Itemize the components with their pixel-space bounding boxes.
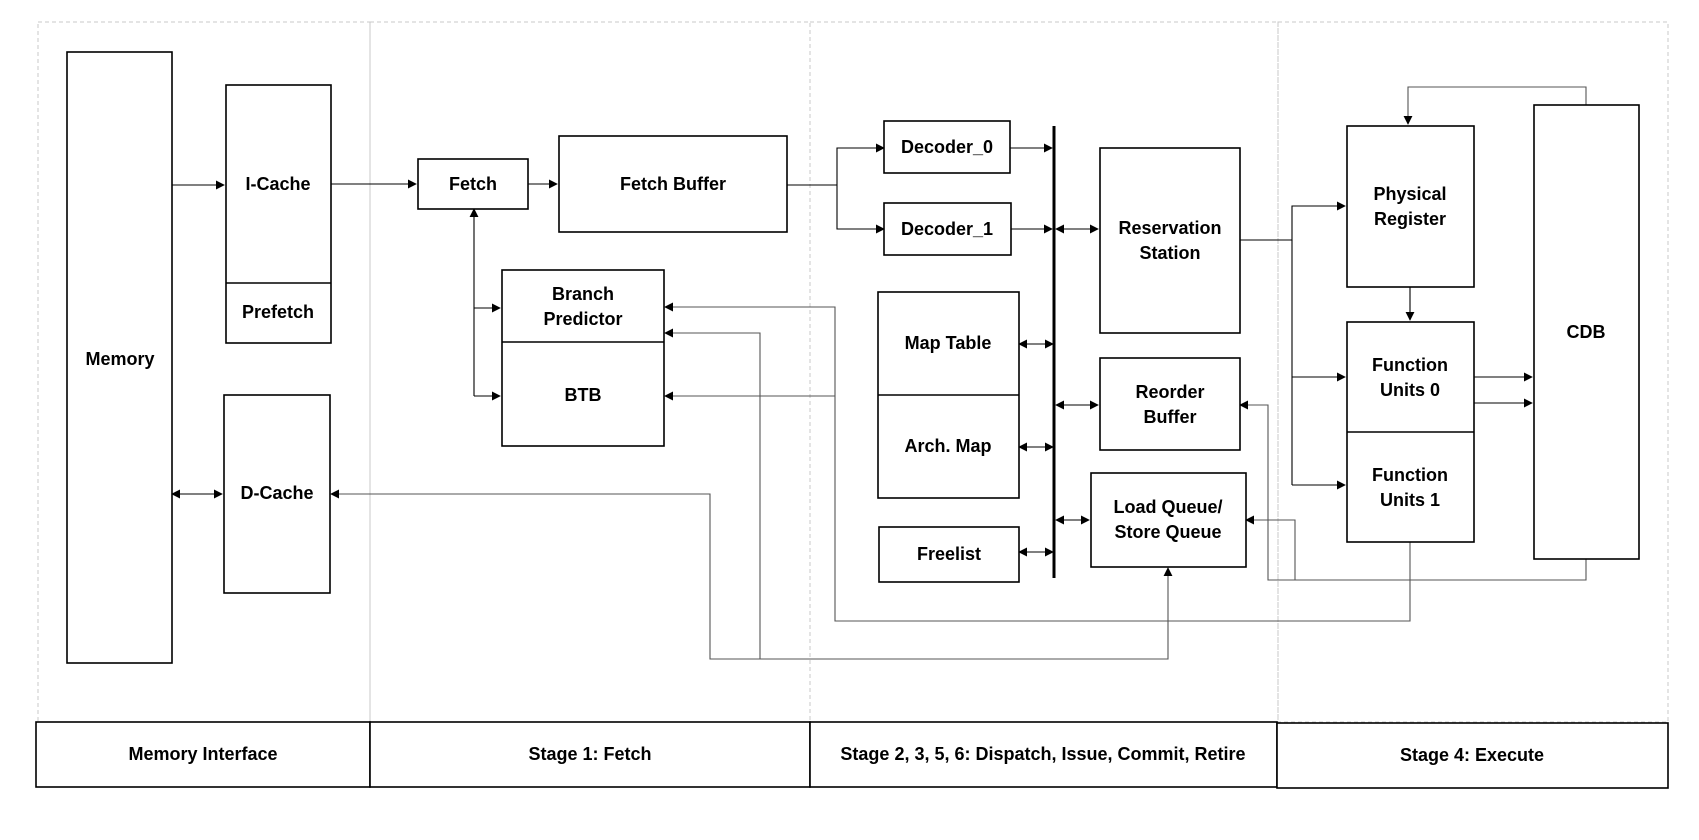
map-table-block: Map Table Arch. Map [877, 291, 1020, 499]
map-table-label: Map Table [905, 333, 992, 353]
btb-label: BTB [565, 385, 602, 405]
memory-block: Memory [66, 51, 173, 664]
stage-label-memory-interface: Memory Interface [128, 744, 277, 764]
decoder1-label: Decoder_1 [901, 219, 993, 239]
reorder-buffer-label-line1: Reorder [1135, 382, 1204, 402]
fu0-label-line1: Function [1372, 355, 1448, 375]
stage-label-execute: Stage 4: Execute [1400, 745, 1544, 765]
reservation-station-label-line2: Station [1140, 243, 1201, 263]
fu1-label-line2: Units 1 [1380, 490, 1440, 510]
icache-block: I-Cache Prefetch [225, 84, 332, 344]
function-units-block: Function Units 0 Function Units 1 [1346, 321, 1475, 543]
decoder1-block: Decoder_1 [883, 202, 1012, 256]
branch-predictor-label-line1: Branch [552, 284, 614, 304]
cdb-label: CDB [1567, 322, 1606, 342]
icache-label: I-Cache [245, 174, 310, 194]
dcache-block: D-Cache [223, 394, 331, 594]
freelist-label: Freelist [917, 544, 981, 564]
lsq-block: Load Queue/ Store Queue [1090, 472, 1247, 568]
branch-predictor-block: Branch Predictor BTB [501, 269, 665, 447]
fetch-label: Fetch [449, 174, 497, 194]
fetch-block: Fetch [417, 158, 529, 210]
reorder-buffer-label-line2: Buffer [1144, 407, 1197, 427]
prefetch-label: Prefetch [242, 302, 314, 322]
cdb-block: CDB [1533, 104, 1640, 560]
decoder0-label: Decoder_0 [901, 137, 993, 157]
reservation-station-block: Reservation Station [1099, 147, 1241, 334]
wires [171, 86, 1587, 660]
dcache-label: D-Cache [240, 483, 313, 503]
physical-register-label-line2: Register [1374, 209, 1446, 229]
freelist-block: Freelist [878, 526, 1020, 583]
stage-region-execute [1277, 21, 1669, 723]
stage-legend: Memory Interface Stage 1: Fetch Stage 2,… [35, 721, 1669, 789]
fetch-buffer-block: Fetch Buffer [558, 135, 788, 233]
fu0-label-line2: Units 0 [1380, 380, 1440, 400]
reorder-buffer-block: Reorder Buffer [1099, 357, 1241, 451]
decoder0-block: Decoder_0 [883, 120, 1011, 174]
lsq-label-line1: Load Queue/ [1113, 497, 1222, 517]
stage-label-fetch: Stage 1: Fetch [528, 744, 651, 764]
stage-label-dispatch: Stage 2, 3, 5, 6: Dispatch, Issue, Commi… [840, 744, 1245, 764]
reservation-station-label-line1: Reservation [1118, 218, 1221, 238]
physical-register-block: Physical Register [1346, 125, 1475, 288]
branch-predictor-label-line2: Predictor [543, 309, 622, 329]
fetch-buffer-label: Fetch Buffer [620, 174, 726, 194]
memory-label: Memory [85, 349, 154, 369]
fu1-label-line1: Function [1372, 465, 1448, 485]
physical-register-label-line1: Physical [1373, 184, 1446, 204]
arch-map-label: Arch. Map [904, 436, 991, 456]
lsq-label-line2: Store Queue [1114, 522, 1221, 542]
